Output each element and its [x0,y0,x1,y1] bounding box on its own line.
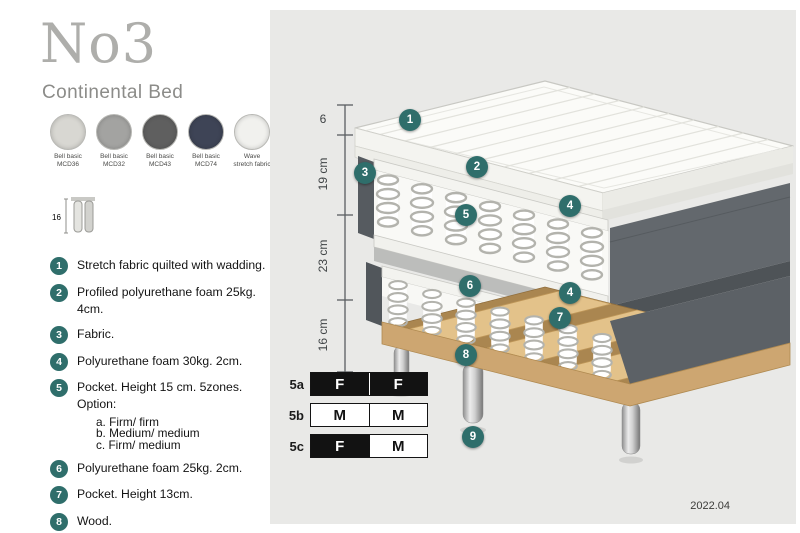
legend-text: Polyurethane foam 25kg. 2cm. [77,460,243,475]
legend-text: Wood. [77,513,113,528]
leg-drawing-icon [63,197,95,234]
legend-item-7: 7 Pocket. Height 13cm. [50,486,270,504]
firmness-row-label: 5c [289,438,304,454]
legend-text: Stretch fabric quilted with wadding. [77,258,266,272]
legend-number-badge: 7 [50,486,68,504]
callout-2: 2 [466,156,488,178]
legend-text: Pocket. Height 15 cm. 5zones. Option: [77,380,243,411]
pocket-firmness-options: a. Firm/ firm b. Medium/ medium c. Firm/… [96,414,270,452]
firmness-row-label: 5a [289,376,304,392]
legend-number-badge: 4 [50,352,68,371]
firmness-row-5b: 5b M M [280,403,428,427]
legend-text: Fabric. [77,327,115,341]
firmness-cell: M [368,435,427,457]
lower-fabric-right [610,276,790,384]
fabric-swatch-circle [234,114,270,150]
page-subtitle: Continental Bed [42,82,184,103]
firmness-cell: F [311,373,369,395]
fabric-swatch-list: Bell basic MCD36 Bell basic MCD32 Bell b… [46,114,274,170]
dimension-label-legs: 16 cm [316,318,330,352]
legend-number-badge: 1 [50,257,68,275]
firmness-cell: F [311,435,369,457]
callout-9: 9 [462,426,484,448]
fabric-swatch: Wave stretch fabric [230,114,274,170]
upper-fabric-right [610,183,790,306]
fabric-swatch-circle [142,114,178,150]
leg-height-value: 16 [52,212,61,222]
option-b: b. Medium/ medium [96,426,200,440]
fabric-swatch-label: Bell basic MCD32 [100,153,128,169]
legend-text: Polyurethane foam 30kg. 2cm. [77,353,243,368]
legend-text: Profiled polyurethane foam 25kg. 4cm. [77,284,256,316]
fabric-swatch: Bell basic MCD32 [92,114,136,170]
fabric-swatch: Bell basic MCD74 [184,114,228,170]
legend-number-badge: 2 [50,283,68,302]
legend-item-6: 6 Polyurethane foam 25kg. 2cm. [50,459,270,478]
firmness-cell: F [368,373,427,395]
callout-1: 1 [399,109,421,131]
legend-text: Pocket. Height 13cm. [77,487,193,501]
legend-item-2: 2 Profiled polyurethane foam 25kg. 4cm. [50,283,270,318]
option-a: a. Firm/ firm [96,414,159,429]
fabric-swatch-label: Wave stretch fabric [233,153,271,169]
legend-item-1: 1 Stretch fabric quilted with wadding. [50,257,270,275]
callout-7: 7 [549,307,571,329]
fabric-swatch: Bell basic MCD43 [138,114,182,170]
lower-fabric-left [366,262,382,326]
callout-5: 5 [455,204,477,226]
legend-number-badge: 3 [50,326,68,344]
legend-number-badge: 8 [50,512,68,531]
version-stamp: 2022.04 [690,500,730,512]
firmness-cells: M M [310,403,428,427]
fabric-swatch: Bell basic MCD36 [46,114,90,170]
dimension-label-topper: 6 [319,112,327,126]
dimension-label-upper-box: 19 cm [316,157,330,191]
legend-item-5: 5 Pocket. Height 15 cm. 5zones. Option: [50,379,270,413]
legend-number-badge: 5 [50,379,68,397]
wood-bottom-frame [381,321,791,407]
fabric-swatch-circle [50,114,86,150]
dimension-label-lower-box: 23 cm [316,239,330,273]
fabric-swatch-label: Bell basic MCD36 [54,153,82,169]
firmness-row-5c: 5c F M [280,434,428,458]
firmness-cells: F M [310,434,428,458]
fabric-swatch-circle [96,114,132,150]
option-c: c. Firm/ medium [96,437,181,452]
fabric-swatch-label: Bell basic MCD43 [146,153,174,169]
fabric-swatch-circle [188,114,224,150]
legend-number-badge: 6 [50,459,68,478]
callout-3: 3 [354,162,376,184]
page-title: No3 [40,12,158,75]
legend-item-4: 4 Polyurethane foam 30kg. 2cm. [50,352,270,371]
legend-list: 1 Stretch fabric quilted with wadding. 2… [50,257,270,533]
callout-8: 8 [455,344,477,366]
firmness-cell: M [311,404,369,426]
firmness-cell: M [368,404,427,426]
firmness-row-5a: 5a F F [280,372,428,396]
firmness-row-label: 5b [288,407,304,423]
firmness-cells: F F [310,372,428,396]
leg-height-icon: 16 [52,196,96,238]
firmness-options-table: 5a F F 5b M M 5c F M [280,372,428,465]
callout-4-upper: 4 [559,195,581,217]
dimension-lines [337,104,353,373]
callout-6: 6 [459,275,481,297]
illustration-panel: 6 19 cm 23 cm 16 cm 1 2 3 4 5 4 6 7 8 9 … [270,10,796,524]
callout-4-lower: 4 [559,282,581,304]
legend-item-8: 8 Wood. [50,512,270,531]
fabric-swatch-label: Bell basic MCD74 [192,153,220,169]
legend-item-3: 3 Fabric. [50,326,270,344]
